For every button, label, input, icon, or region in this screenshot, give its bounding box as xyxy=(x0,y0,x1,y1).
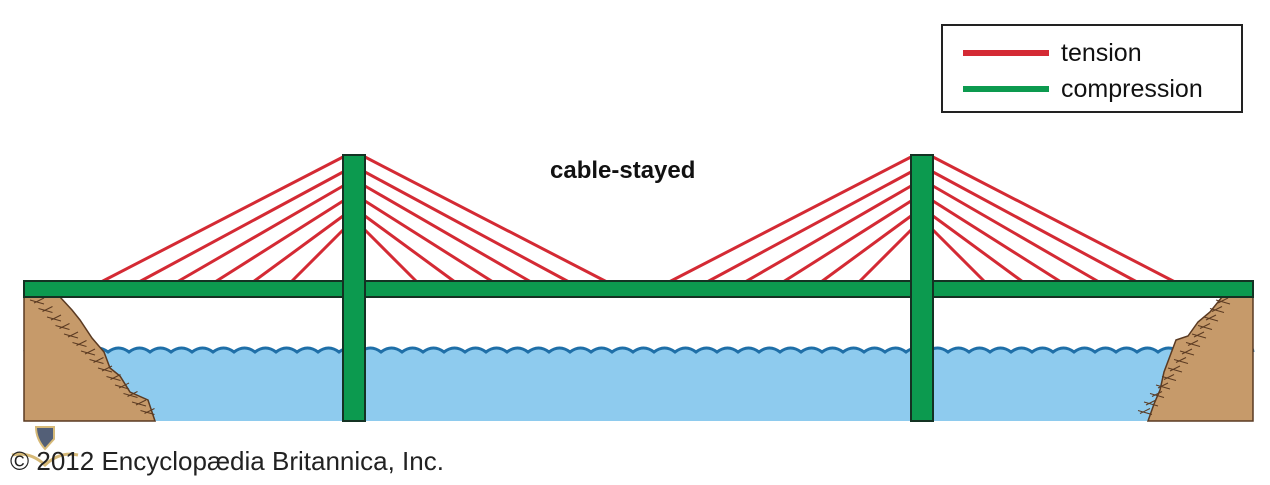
bank-hatch-line xyxy=(93,357,104,363)
stay-cable xyxy=(289,228,345,284)
stay-cable xyxy=(100,155,344,284)
left-bank xyxy=(23,296,157,422)
bank-hatch-line xyxy=(1161,376,1177,381)
right-bank-hatching xyxy=(1137,297,1231,415)
water-waves xyxy=(23,346,1255,354)
bank-hatch-line xyxy=(1215,299,1231,305)
bank-hatch-line xyxy=(1157,382,1169,389)
bank-hatch-line xyxy=(33,297,45,304)
bridge-deck xyxy=(23,280,1254,298)
bank-hatch-line xyxy=(1205,314,1217,321)
bank-hatch-line xyxy=(1217,297,1229,304)
bank-hatch-line xyxy=(110,374,121,380)
stay-cable xyxy=(932,199,1062,284)
stay-cable xyxy=(932,184,1100,284)
bank-hatch-line xyxy=(67,331,79,338)
bank-hatch-line xyxy=(1149,393,1165,398)
bank-hatch-line xyxy=(1193,331,1205,338)
river-water xyxy=(24,348,1253,421)
stay-cable xyxy=(364,214,456,284)
tower-left xyxy=(342,154,366,422)
bank-hatch-line xyxy=(144,408,155,414)
stay-cable xyxy=(364,155,608,284)
stay-cable xyxy=(932,155,1176,284)
legend-swatch-compression xyxy=(963,86,1049,92)
bank-hatch-line xyxy=(84,348,96,355)
stay-cable xyxy=(782,199,912,284)
bank-hatch-line xyxy=(1185,342,1201,347)
stay-cable xyxy=(857,228,913,284)
stay-cable xyxy=(744,184,912,284)
right-bank xyxy=(1146,296,1254,422)
bank-hatch-line xyxy=(76,340,87,346)
bank-hatch-line xyxy=(1181,348,1193,355)
bank-hatch-line xyxy=(1151,391,1163,397)
stay-cable xyxy=(364,170,570,284)
bank-hatch-line xyxy=(1199,323,1211,329)
stay-cable xyxy=(931,228,987,284)
bank-hatch-line xyxy=(1211,306,1223,312)
bank-hatch-line xyxy=(127,391,138,397)
copyright-notice: © 2012 Encyclopædia Britannica, Inc. xyxy=(10,446,444,476)
stay-cable xyxy=(820,214,912,284)
bank-hatch-line xyxy=(101,365,113,372)
bank-hatch-line xyxy=(1191,333,1207,339)
stay-cable xyxy=(668,155,912,284)
stay-cable xyxy=(706,170,912,284)
bank-hatch-line xyxy=(1155,384,1171,390)
cables-group xyxy=(100,155,1176,284)
watermark-logo-icon xyxy=(11,426,79,468)
bank-hatch-line xyxy=(1179,350,1195,356)
bank-hatch-line xyxy=(118,382,130,389)
bank-hatch-line xyxy=(1143,401,1159,407)
tower-right xyxy=(910,154,934,422)
diagram-title: cable-stayed xyxy=(550,157,696,184)
bank-hatch-line xyxy=(1167,367,1183,373)
bank-hatch-line xyxy=(1175,357,1187,363)
legend-label: tension xyxy=(1061,38,1142,67)
stay-cable xyxy=(932,170,1138,284)
legend-label: compression xyxy=(1061,74,1203,103)
stay-cable xyxy=(138,170,344,284)
bank-hatch-line xyxy=(1173,359,1189,364)
bank-hatch-line xyxy=(1187,340,1199,346)
stay-cable xyxy=(214,199,344,284)
bank-hatch-line xyxy=(1137,410,1153,415)
stay-cable xyxy=(932,214,1024,284)
legend: tension compression xyxy=(941,24,1243,113)
bank-hatch-line xyxy=(135,399,147,406)
left-bank-hatching xyxy=(29,297,155,415)
stay-cable xyxy=(364,199,494,284)
bank-hatch-line xyxy=(1203,316,1219,322)
bank-hatch-line xyxy=(50,314,62,321)
stay-cable xyxy=(176,184,344,284)
bank-hatch-line xyxy=(1163,374,1175,380)
bank-hatch-line xyxy=(1209,308,1225,313)
bank-hatch-line xyxy=(1139,408,1151,414)
bank-hatch-line xyxy=(1145,399,1157,406)
stay-cable xyxy=(364,184,532,284)
legend-item-tension: tension xyxy=(963,36,1142,70)
bank-hatch-line xyxy=(42,306,53,312)
bank-hatch-line xyxy=(1169,365,1181,372)
legend-swatch-tension xyxy=(963,50,1049,56)
bank-hatch-line xyxy=(59,323,70,329)
legend-item-compression: compression xyxy=(963,72,1203,106)
bank-hatch-line xyxy=(1197,325,1213,330)
stay-cable xyxy=(252,214,344,284)
stay-cable xyxy=(363,228,419,284)
